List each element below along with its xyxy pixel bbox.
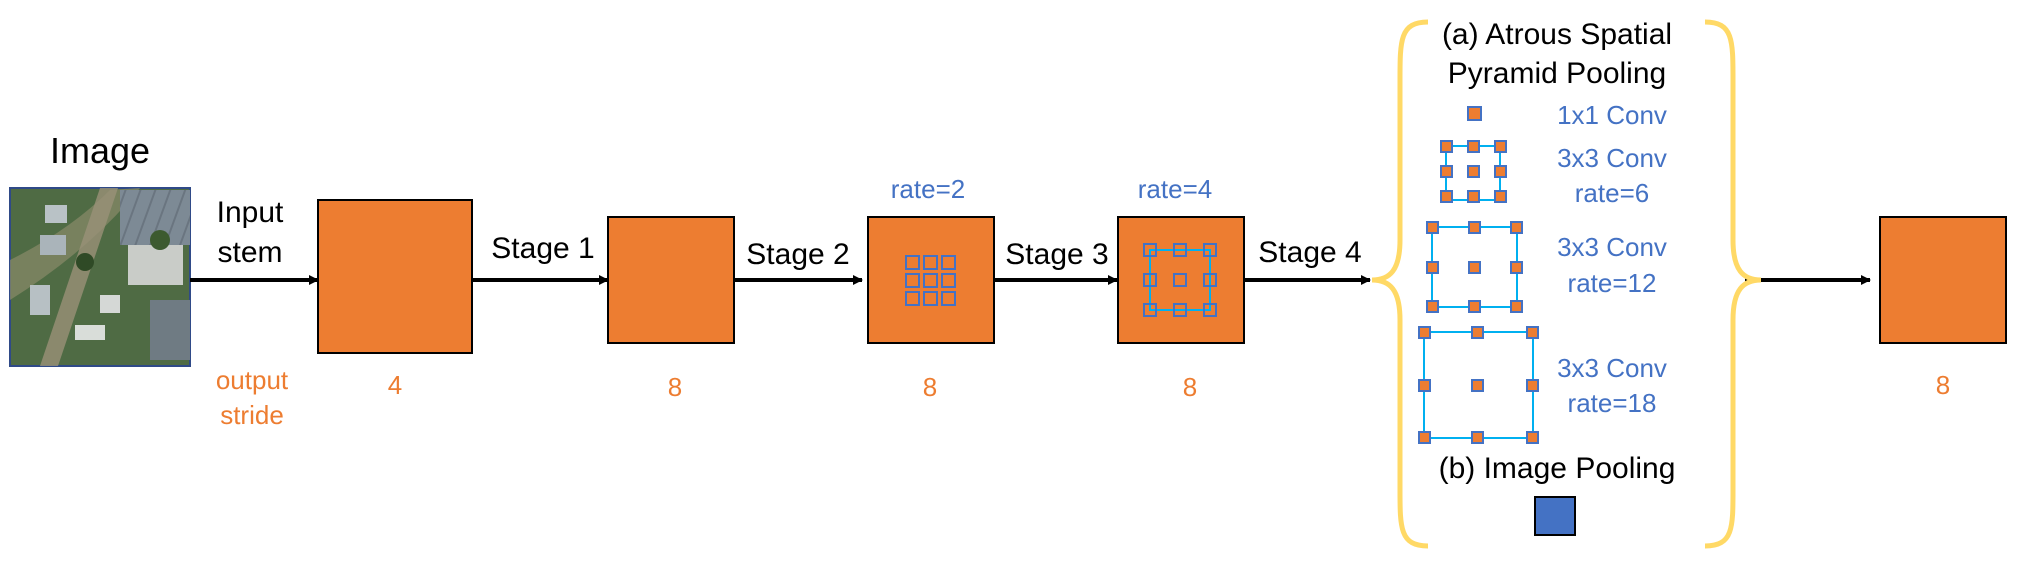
aspp-rate-18-kernel xyxy=(1418,326,1539,444)
aspp-branch-1x1-line1: 1x1 Conv xyxy=(1557,100,1667,130)
feature-block-stage-1 xyxy=(607,216,735,344)
stage-2-label: Stage 2 xyxy=(746,238,850,271)
stride-stage-2: 8 xyxy=(922,372,938,402)
aspp-branch-rate12-line2: rate=12 xyxy=(1567,268,1657,298)
stage-3-label: Stage 3 xyxy=(1005,238,1109,271)
kernel-rate-2 xyxy=(905,255,956,306)
rate-2-label: rate=2 xyxy=(890,174,966,204)
image-pooling-label: (b) Image Pooling xyxy=(1438,452,1676,485)
feature-block-stage-3 xyxy=(1117,216,1245,344)
left-brace xyxy=(1371,19,1429,549)
kernel-rate-4 xyxy=(1143,243,1217,317)
input-image xyxy=(9,187,191,367)
aspp-title-line2: Pyramid Pooling xyxy=(1447,57,1667,90)
stride-stage-1: 8 xyxy=(667,372,683,402)
aspp-1x1-kernel xyxy=(1467,106,1482,121)
right-brace xyxy=(1704,19,1762,549)
aspp-branch-rate18-line1: 3x3 Conv xyxy=(1557,353,1667,383)
stride-output: 8 xyxy=(1935,370,1951,400)
aspp-title-line1: (a) Atrous Spatial xyxy=(1441,18,1673,51)
stage-1-label: Stage 1 xyxy=(491,232,595,265)
stage-4-label: Stage 4 xyxy=(1258,236,1362,269)
feature-block-stage-2 xyxy=(867,216,995,344)
aspp-rate-12-kernel xyxy=(1426,221,1523,313)
image-title: Image xyxy=(50,130,151,171)
input-stem-line2: stem xyxy=(217,236,283,269)
rate-4-label: rate=4 xyxy=(1137,174,1213,204)
output-stride-line1: output xyxy=(215,365,289,395)
aspp-branch-rate12-line1: 3x3 Conv xyxy=(1557,232,1667,262)
feature-block-stem xyxy=(317,199,473,354)
stride-stage-3: 8 xyxy=(1182,372,1198,402)
aspp-rate-6-kernel xyxy=(1440,140,1507,203)
aspp-branch-rate6-line1: 3x3 Conv xyxy=(1557,143,1667,173)
stride-stem: 4 xyxy=(387,370,403,400)
output-stride-line2: stride xyxy=(220,400,284,430)
aspp-branch-rate6-line2: rate=6 xyxy=(1574,178,1650,208)
image-pooling-square xyxy=(1534,496,1576,536)
input-stem-line1: Input xyxy=(216,196,284,229)
feature-blocks xyxy=(317,199,2007,354)
feature-block-output xyxy=(1879,216,2007,344)
aspp-branch-rate18-line2: rate=18 xyxy=(1567,388,1657,418)
